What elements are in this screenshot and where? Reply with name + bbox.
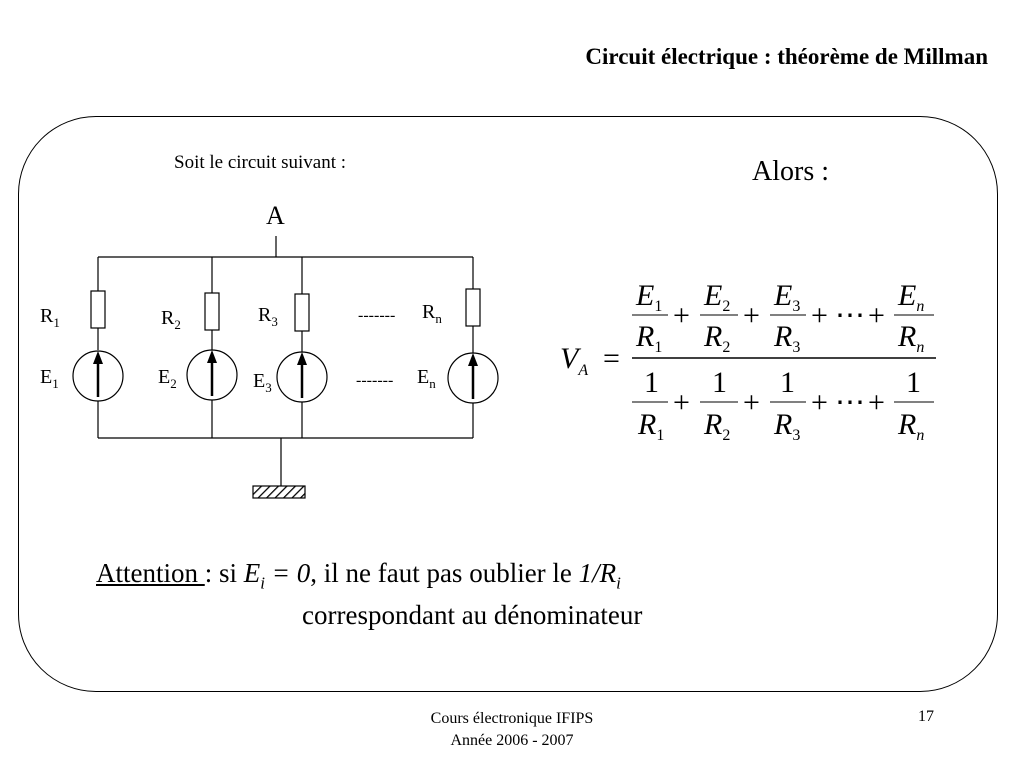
- alors-label: Alors :: [752, 156, 829, 187]
- footer-course-line2: Année 2006 - 2007: [450, 732, 574, 749]
- formula-lhs: VA: [560, 342, 588, 379]
- den-plus-1: +: [673, 386, 690, 419]
- svg-text:R1: R1: [637, 408, 664, 444]
- den-plus-4: +: [868, 386, 885, 419]
- dashes-e: -------: [356, 372, 393, 389]
- denominator-term-n: 1 Rn: [894, 366, 934, 444]
- numerator-term-3: E3 R3: [770, 279, 806, 356]
- numerator-term-2: E2 R2: [700, 279, 738, 356]
- svg-text:1: 1: [712, 366, 727, 399]
- num-dots: ⋯: [835, 299, 865, 332]
- label-rn: Rn: [422, 301, 442, 326]
- attention-eq-zero: = 0: [265, 558, 311, 588]
- denominator-term-3: 1 R3: [770, 366, 806, 444]
- page-number: 17: [918, 708, 934, 725]
- denominator-term-1: 1 R1: [632, 366, 668, 444]
- num-plus-3: +: [811, 299, 828, 332]
- den-plus-2: +: [743, 386, 760, 419]
- svg-text:Rn: Rn: [897, 320, 924, 356]
- label-e2: E2: [158, 366, 177, 391]
- attention-note: Attention : si Ei = 0, il ne faut pas ou…: [96, 558, 621, 593]
- label-r2: R2: [161, 307, 181, 332]
- intro-text: Soit le circuit suivant :: [174, 152, 347, 173]
- svg-text:R3: R3: [773, 320, 800, 356]
- svg-text:1: 1: [644, 366, 659, 399]
- dashes-r: -------: [358, 307, 395, 324]
- denominator-term-2: 1 R2: [700, 366, 738, 444]
- attention-line-2: correspondant au dénominateur: [302, 600, 643, 630]
- svg-text:1: 1: [906, 366, 921, 399]
- num-plus-2: +: [743, 299, 760, 332]
- svg-text:Rn: Rn: [897, 408, 924, 444]
- label-r3: R3: [258, 304, 278, 329]
- svg-text:R1: R1: [635, 320, 662, 356]
- footer-course: Cours électronique IFIPS Année 2006 - 20…: [0, 708, 1024, 752]
- node-a-label: A: [266, 201, 285, 230]
- den-dots: ⋯: [835, 386, 865, 419]
- label-e3: E3: [253, 370, 272, 395]
- content-frame: [18, 116, 998, 692]
- svg-text:R3: R3: [773, 408, 800, 444]
- num-plus-4: +: [868, 299, 885, 332]
- svg-text:1: 1: [780, 366, 795, 399]
- label-e1: E1: [40, 366, 59, 391]
- svg-text:R2: R2: [703, 320, 730, 356]
- attention-rest: , il ne faut pas oublier le: [310, 558, 579, 588]
- numerator-term-n: En Rn: [894, 279, 934, 356]
- svg-text:E2: E2: [703, 279, 730, 315]
- attention-ei: Ei: [243, 558, 265, 593]
- attention-label: Attention: [96, 558, 205, 588]
- footer-course-line1: Cours électronique IFIPS: [430, 710, 594, 727]
- svg-text:E3: E3: [773, 279, 800, 315]
- label-r1: R1: [40, 305, 60, 330]
- svg-text:En: En: [897, 279, 924, 315]
- den-plus-3: +: [811, 386, 828, 419]
- slide-title: Circuit électrique : théorème de Millman: [585, 44, 988, 69]
- attention-si: : si: [204, 558, 244, 588]
- svg-text:R2: R2: [703, 408, 730, 444]
- attention-inverse: 1/Ri: [578, 558, 621, 593]
- formula-equals: =: [603, 342, 620, 375]
- ground-symbol: [252, 485, 306, 499]
- numerator-term-1: E1 R1: [632, 279, 668, 356]
- num-plus-1: +: [673, 299, 690, 332]
- svg-text:E1: E1: [635, 279, 662, 315]
- label-en: En: [417, 366, 436, 391]
